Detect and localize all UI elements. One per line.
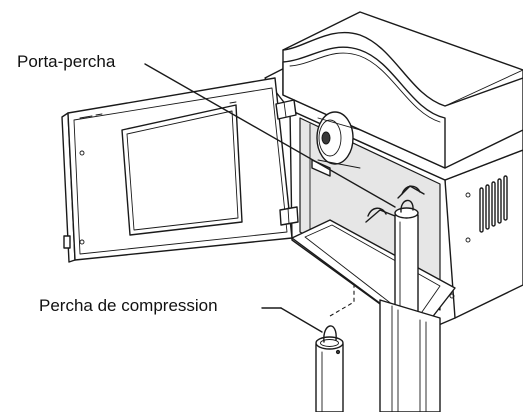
stand-column [379, 299, 441, 413]
insertion-guide [329, 282, 355, 317]
cabinet-lid [264, 11, 523, 181]
door-hinges [275, 99, 299, 226]
compression-hanger [315, 325, 344, 413]
cabinet-door [61, 77, 299, 263]
side-vents [479, 175, 508, 233]
hanger-holder-label: Porta-percha [17, 52, 116, 71]
interior-mechanism [311, 111, 361, 177]
leader-lines [144, 63, 396, 333]
hanger-holder [365, 185, 425, 319]
compression-hanger-label: Percha de compression [39, 296, 218, 315]
